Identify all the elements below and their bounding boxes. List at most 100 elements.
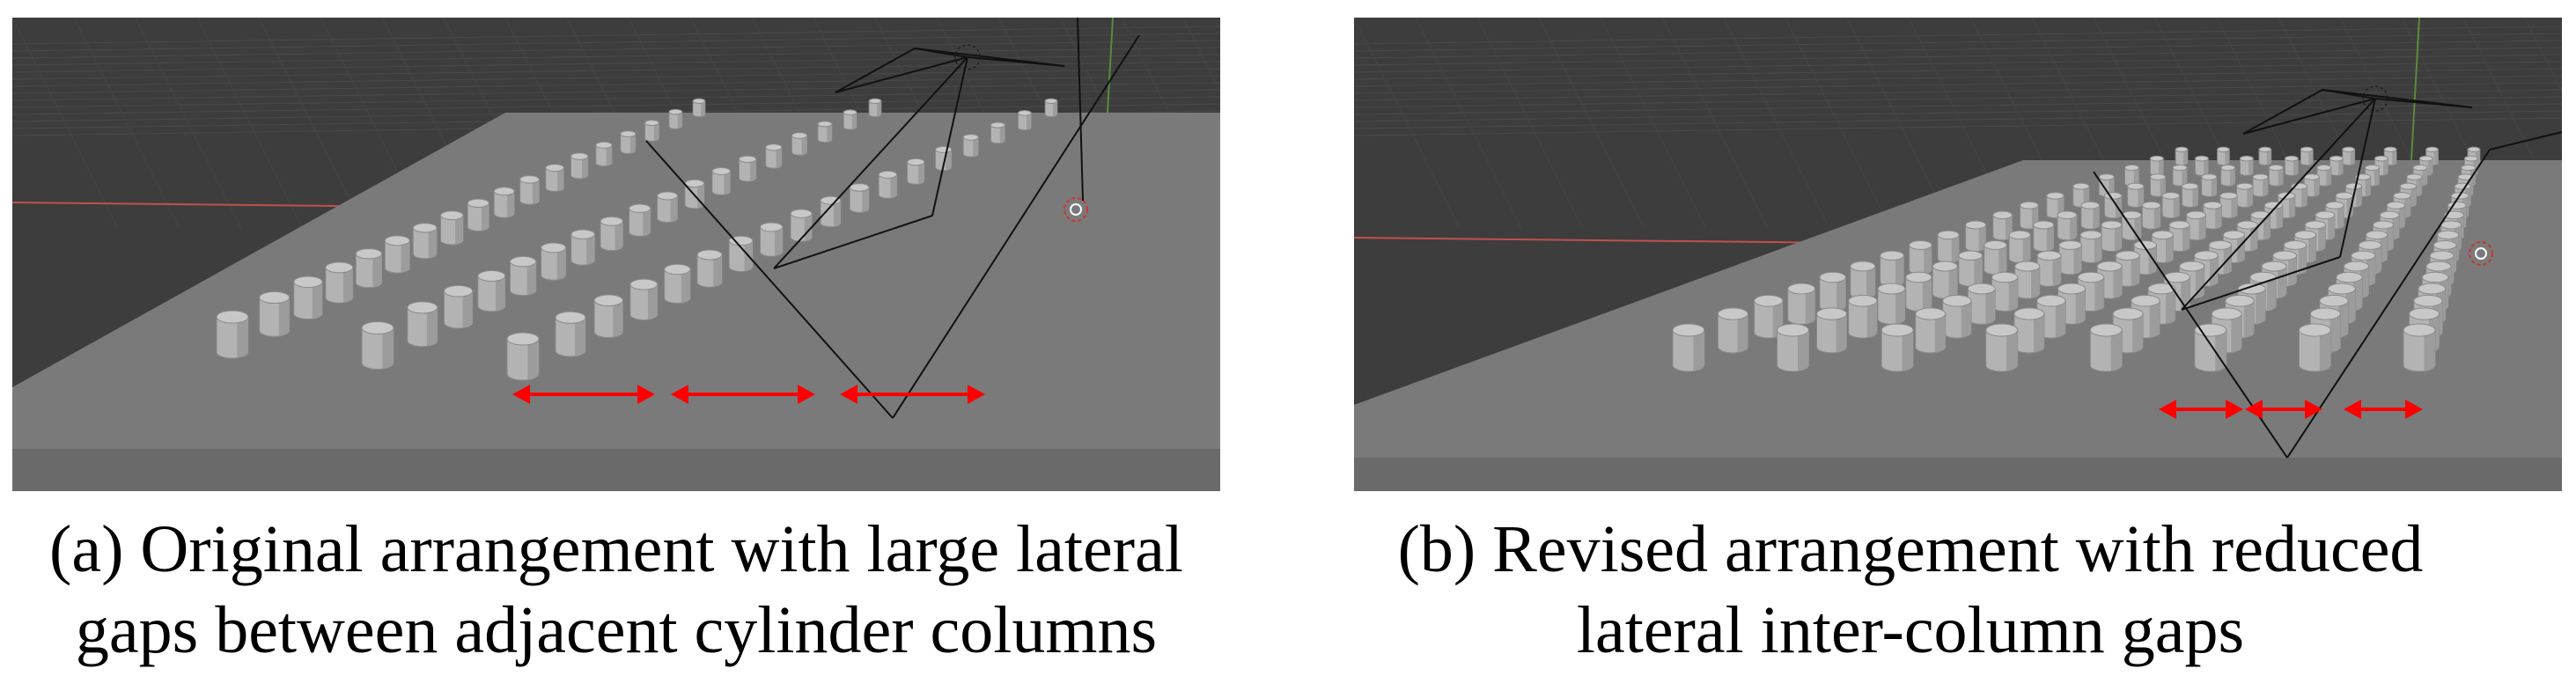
grid-line	[1476, 18, 1584, 230]
grid-line	[12, 68, 1220, 87]
grid-line	[1182, 18, 1220, 93]
grid-line	[1415, 18, 1522, 230]
cylinder	[2194, 155, 2209, 176]
grid-line	[1354, 18, 1461, 230]
cylinder	[1958, 250, 1984, 287]
grid-line	[12, 75, 1220, 94]
grid-line	[12, 47, 1220, 66]
cylinder	[407, 301, 438, 348]
grid-line	[12, 54, 1220, 73]
grid-line	[12, 82, 1220, 101]
cylinder	[2329, 155, 2344, 176]
cylinder	[1787, 283, 1816, 325]
cylinder	[595, 141, 613, 167]
grid-line	[1354, 103, 2562, 122]
cylinder	[519, 175, 540, 205]
grid-line	[73, 18, 180, 230]
cylinder	[570, 229, 596, 266]
camera-wireframe-icon	[773, 44, 1065, 269]
wire-line	[645, 140, 894, 419]
cylinder	[817, 121, 833, 143]
grid-line	[135, 18, 242, 230]
wire-line	[1077, 18, 1084, 202]
cylinder	[2151, 230, 2174, 264]
axis-line	[1354, 237, 1848, 244]
cylinder	[1967, 283, 1996, 325]
cylinder	[2268, 164, 2284, 187]
grid-line	[12, 96, 1220, 115]
grid-line	[1354, 54, 2562, 73]
grid-line	[1538, 18, 1645, 230]
cylinder	[2316, 164, 2332, 187]
cylinder	[2101, 220, 2123, 252]
cylinder	[2290, 182, 2308, 208]
grid-line	[1354, 33, 2562, 52]
cylinder	[765, 143, 783, 169]
caption-revised-line1: (b) Revised arrangement with reduced	[1397, 512, 2424, 586]
cylinder	[2033, 220, 2055, 252]
grid-line	[1785, 18, 1892, 230]
cylinder	[545, 164, 564, 192]
cylinder	[2403, 323, 2436, 372]
cylinder	[2300, 146, 2314, 166]
grid-line	[196, 18, 304, 230]
cylinder	[412, 223, 438, 260]
cylinder	[739, 155, 757, 182]
cylinder	[506, 332, 540, 381]
cylinder	[361, 321, 394, 370]
cylinder	[2194, 323, 2227, 372]
cylinder	[509, 255, 537, 297]
ground-plane	[12, 113, 1220, 449]
cylinder	[440, 210, 464, 246]
cylinder	[791, 132, 808, 156]
caption-revised-line2: lateral inter-column gaps	[1576, 593, 2245, 667]
gap-arrow-icon	[840, 385, 985, 404]
cylinder	[2079, 230, 2102, 264]
cylinder	[711, 166, 732, 195]
gap-arrow-icon	[671, 385, 815, 404]
cylinder	[2057, 210, 2078, 241]
cylinder	[384, 235, 410, 274]
camera-wireframe-icon	[2181, 85, 2473, 311]
cylinder	[2149, 155, 2164, 176]
cylinder	[355, 248, 383, 289]
cylinder	[868, 98, 882, 118]
cylinder	[2219, 192, 2238, 219]
grid-line	[12, 89, 1220, 108]
cylinder	[2239, 155, 2254, 176]
cylinder	[2342, 146, 2356, 166]
cylinder	[216, 310, 249, 359]
grid-line	[1661, 18, 1769, 230]
cylinder	[2121, 210, 2142, 241]
wire-line	[2489, 131, 2562, 151]
caption-original-line2: gaps between adjacent cylinder columns	[75, 593, 1158, 667]
cylinder	[2161, 192, 2181, 219]
cylinder	[293, 276, 323, 320]
cylinder	[2168, 220, 2190, 252]
cylinder	[541, 242, 567, 281]
grid-line	[12, 26, 1220, 45]
cylinder	[2124, 164, 2139, 187]
cylinder	[593, 294, 623, 338]
cylinder	[1848, 294, 1878, 339]
gap-arrow-icon	[2344, 400, 2423, 419]
cylinder	[2058, 240, 2082, 276]
grid-line	[1354, 68, 2562, 87]
cylinder	[1777, 323, 1810, 372]
grid-line	[1354, 75, 2562, 94]
gap-arrow-icon	[2159, 400, 2243, 419]
cylinder	[1984, 240, 2007, 276]
cylinder	[570, 152, 589, 180]
cylinder	[2201, 173, 2218, 197]
grid-line	[1354, 40, 2562, 59]
wire-line	[2286, 149, 2491, 459]
cylinder	[657, 191, 679, 223]
cylinder	[2089, 323, 2123, 372]
light-target-icon	[1064, 197, 1088, 222]
cylinder	[2236, 182, 2254, 208]
cylinder	[2036, 250, 2062, 287]
grid-line	[1600, 18, 1707, 230]
cylinder	[555, 311, 586, 357]
caption-original: (a) Original arrangement with large late…	[0, 509, 1246, 671]
grid-line	[1354, 61, 2562, 80]
